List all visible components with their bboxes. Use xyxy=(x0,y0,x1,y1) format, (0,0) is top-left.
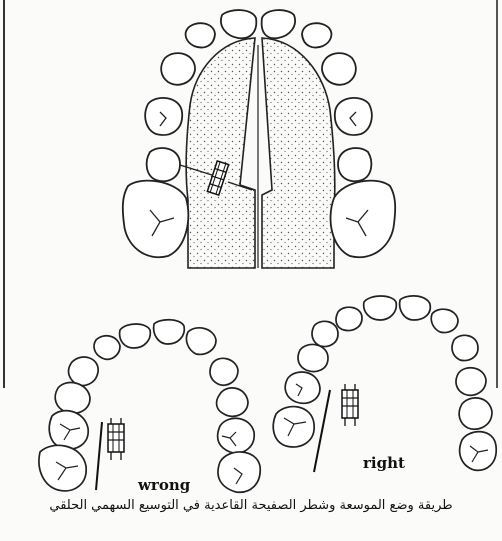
tooth xyxy=(161,53,195,85)
expansion-screw-right xyxy=(342,384,358,426)
tooth xyxy=(55,383,90,414)
tooth xyxy=(338,148,371,181)
direction-line-wrong xyxy=(96,422,102,490)
tooth xyxy=(452,335,478,360)
label-right: right xyxy=(363,454,405,472)
tooth xyxy=(154,320,185,344)
tooth xyxy=(221,10,256,38)
tooth xyxy=(69,357,99,385)
tooth xyxy=(147,148,180,181)
tooth xyxy=(94,336,120,360)
tooth xyxy=(456,368,486,395)
label-wrong: wrong xyxy=(138,476,190,494)
upper-arch-diagram xyxy=(123,10,395,268)
acrylic-plate-left xyxy=(186,38,255,268)
tooth xyxy=(39,445,86,491)
arch-wrong xyxy=(39,320,260,493)
tooth xyxy=(210,358,238,385)
figure-caption: طريقة وضع الموسعة وشطر الصفيحة القاعدية … xyxy=(0,498,502,513)
tooth xyxy=(431,309,458,332)
tooth xyxy=(322,53,356,85)
tooth xyxy=(459,398,492,429)
tooth xyxy=(123,181,188,258)
direction-line-right xyxy=(314,390,330,472)
tooth xyxy=(186,23,215,47)
tooth xyxy=(335,98,372,135)
tooth xyxy=(186,328,216,355)
tooth xyxy=(273,407,314,447)
tooth xyxy=(312,321,338,346)
tooth xyxy=(364,296,397,320)
tooth xyxy=(120,324,151,348)
tooth xyxy=(262,10,295,38)
tooth xyxy=(298,344,328,371)
tooth xyxy=(336,307,362,330)
tooth xyxy=(218,418,255,453)
tooth xyxy=(302,23,331,47)
expansion-screw-wrong xyxy=(108,418,124,460)
tooth xyxy=(400,296,431,320)
tooth xyxy=(285,372,320,403)
arch-right-teeth xyxy=(273,296,496,470)
tooth xyxy=(217,388,248,416)
tooth xyxy=(460,432,497,471)
tooth xyxy=(331,181,396,258)
arch-right xyxy=(273,296,496,472)
